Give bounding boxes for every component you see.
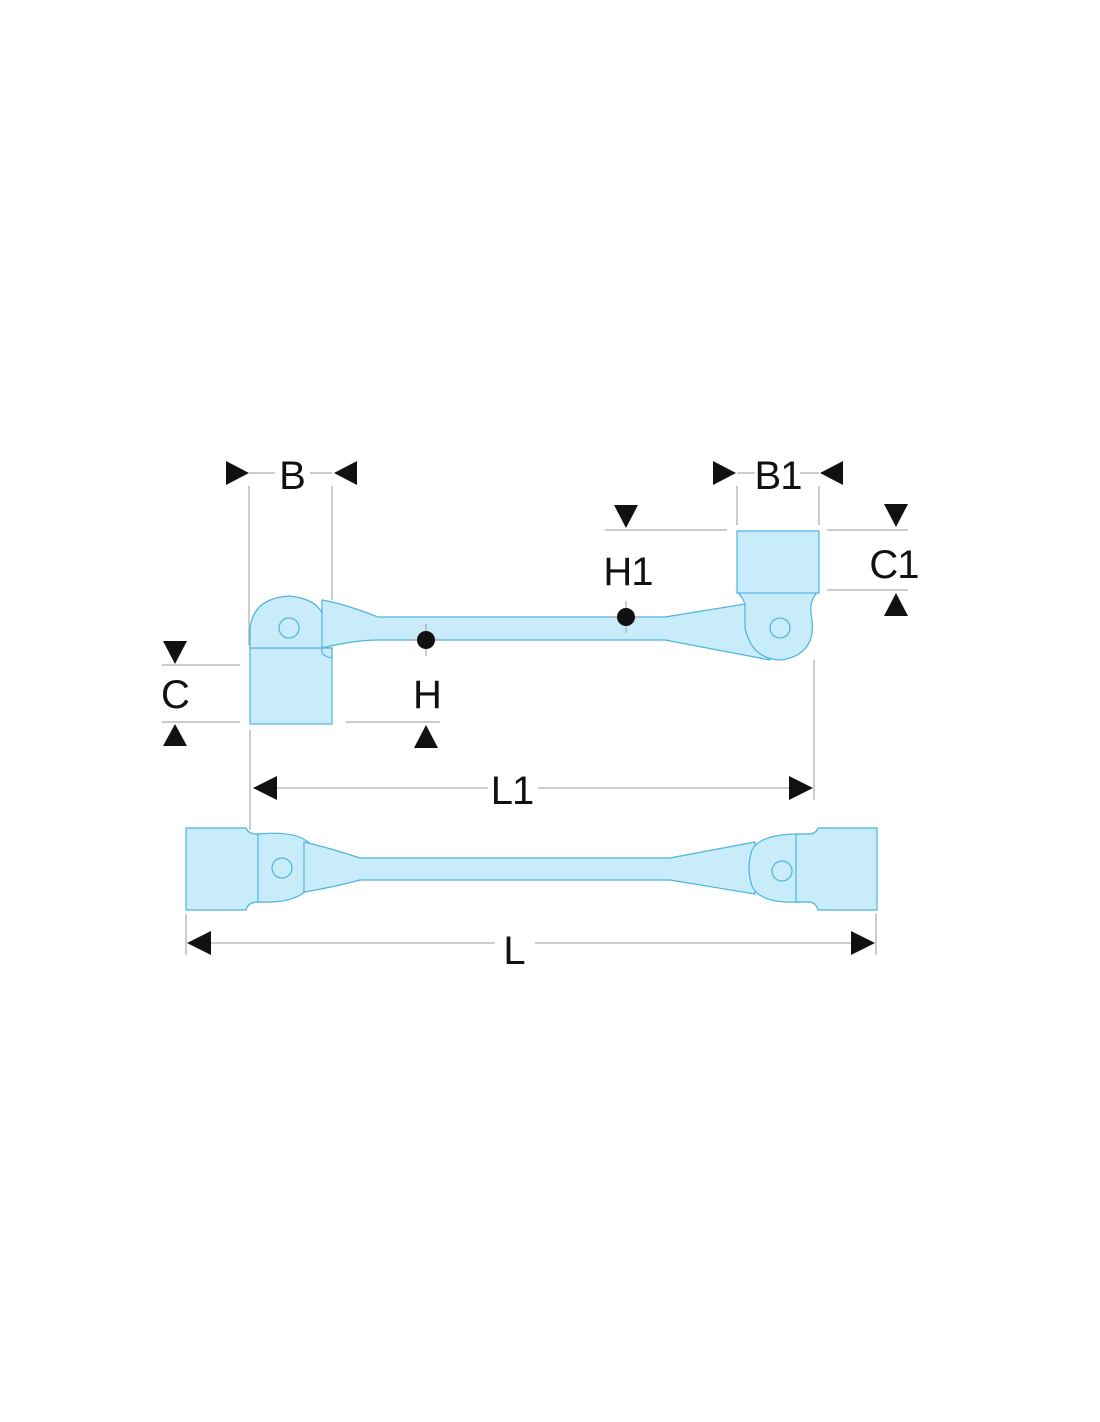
label-l1: L1 [491,769,534,813]
l1-arrow-right [789,776,813,800]
dimension-c: C [161,641,240,746]
h1-reference-dot [617,608,635,626]
label-l: L [503,929,524,973]
l-arrow-right [851,931,875,955]
b1-arrow-left [713,461,736,485]
dimension-h1: H1 [603,505,727,633]
h1-arrow-top [614,505,638,528]
label-c: C [161,673,189,717]
c1-arrow-top [884,504,908,527]
l1-arrow-left [253,776,277,800]
right-socket-top [795,827,878,911]
right-pivot-hole-side [769,617,791,639]
right-pivot-hole-top [771,860,793,882]
dimension-b1: B1 [713,454,843,525]
b1-arrow-right [820,461,843,485]
h-arrow-bottom [414,725,438,748]
left-socket-side [249,647,333,725]
handle-top [303,841,756,895]
left-pivot-hole-side [278,617,300,639]
top-view-wrench [185,827,878,911]
c1-arrow-bottom [884,593,908,616]
l-arrow-left [187,931,211,955]
left-pivot-hole-top [271,857,293,879]
right-joint-top [748,833,801,903]
dimension-h: H [346,624,442,748]
label-h: H [413,673,441,717]
dimension-l: L [185,914,877,973]
label-h1: H1 [603,550,652,594]
dimension-c1: C1 [827,504,920,616]
b-arrow-left [226,461,249,485]
label-b1: B1 [755,454,802,498]
label-c1: C1 [869,543,918,587]
label-b: B [279,454,305,498]
dimension-b: B [226,454,357,645]
b-arrow-right [334,461,357,485]
side-view-wrench [249,530,820,725]
right-socket-side [736,530,820,594]
c-arrow-top [163,641,187,664]
left-socket-top [185,827,269,911]
dimension-l1: L1 [249,660,815,830]
h-reference-dot [417,631,435,649]
handle-side [321,599,772,661]
left-joint-side [249,595,333,659]
c-arrow-bottom [163,724,187,746]
right-joint-side [735,591,820,661]
